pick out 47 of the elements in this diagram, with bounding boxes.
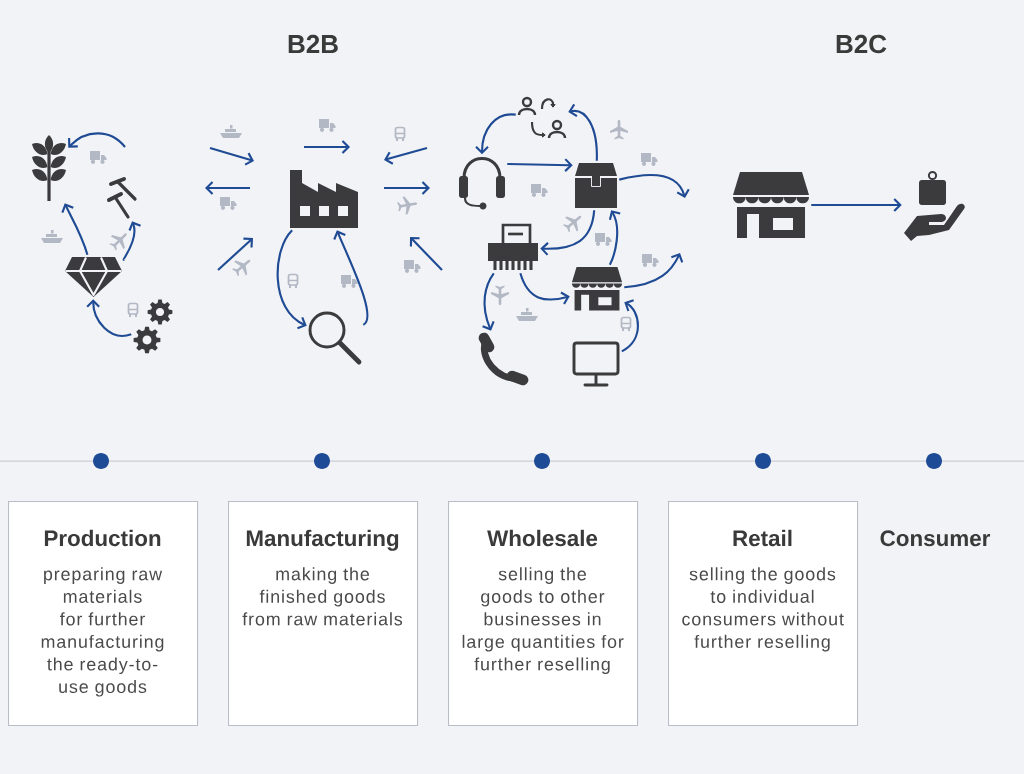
package-icon [575, 163, 617, 208]
stage-box [228, 501, 419, 727]
magnifier-icon [308, 311, 362, 365]
stage-box [668, 501, 859, 727]
flow-arrow [624, 253, 684, 289]
flow-arrow [68, 132, 126, 148]
stage-description: selling the goods to individual consumers without further reselling [682, 567, 844, 652]
stage-description: selling the goods to other businesses in large quantities for further reselling [462, 567, 624, 675]
shredder-icon [488, 223, 538, 272]
flow-arrow [482, 272, 495, 331]
stage-heading: Consumer [880, 530, 991, 547]
stage-box [8, 501, 199, 727]
flow-arrow [61, 203, 89, 256]
flow-arrow [475, 113, 516, 155]
flow-arrow [276, 229, 307, 330]
flow-arrow [123, 221, 141, 260]
tools-icon [107, 177, 137, 219]
factory-icon [290, 170, 358, 228]
store-icon [733, 172, 809, 238]
monitor-icon [572, 341, 620, 387]
stage-heading: Production [44, 529, 161, 547]
stage-description: preparing raw materials for further manufacturing the ready-to-use goods [41, 567, 164, 697]
stage-heading: Manufacturing [246, 529, 399, 551]
diamond-icon [65, 257, 122, 297]
flow-arrow [519, 272, 570, 305]
flow-arrow [333, 230, 369, 326]
stage-box [448, 501, 639, 727]
stage-heading: Wholesale [487, 529, 598, 547]
section-heading: B2C [836, 34, 887, 54]
people-exchange-icon [517, 96, 567, 139]
gears-icon [133, 299, 173, 354]
flow-arrow [608, 210, 621, 266]
hand-with-bag-icon [904, 170, 965, 241]
flow-arrow [621, 299, 639, 353]
stage-heading: Retail [733, 529, 792, 547]
section-heading: B2B [288, 34, 338, 53]
flow-arrow [811, 198, 902, 212]
flow-arrow [568, 103, 598, 161]
flow-arrow [86, 299, 132, 337]
stage-description: making the finished goods from raw materials [242, 567, 403, 626]
flow-arrow [619, 173, 690, 198]
wheat-icon [32, 135, 66, 201]
flow-arrow [540, 210, 596, 256]
headset-icon [459, 156, 505, 210]
phone-icon [478, 332, 529, 386]
flow-arrow [507, 158, 573, 172]
store-icon [571, 267, 623, 311]
